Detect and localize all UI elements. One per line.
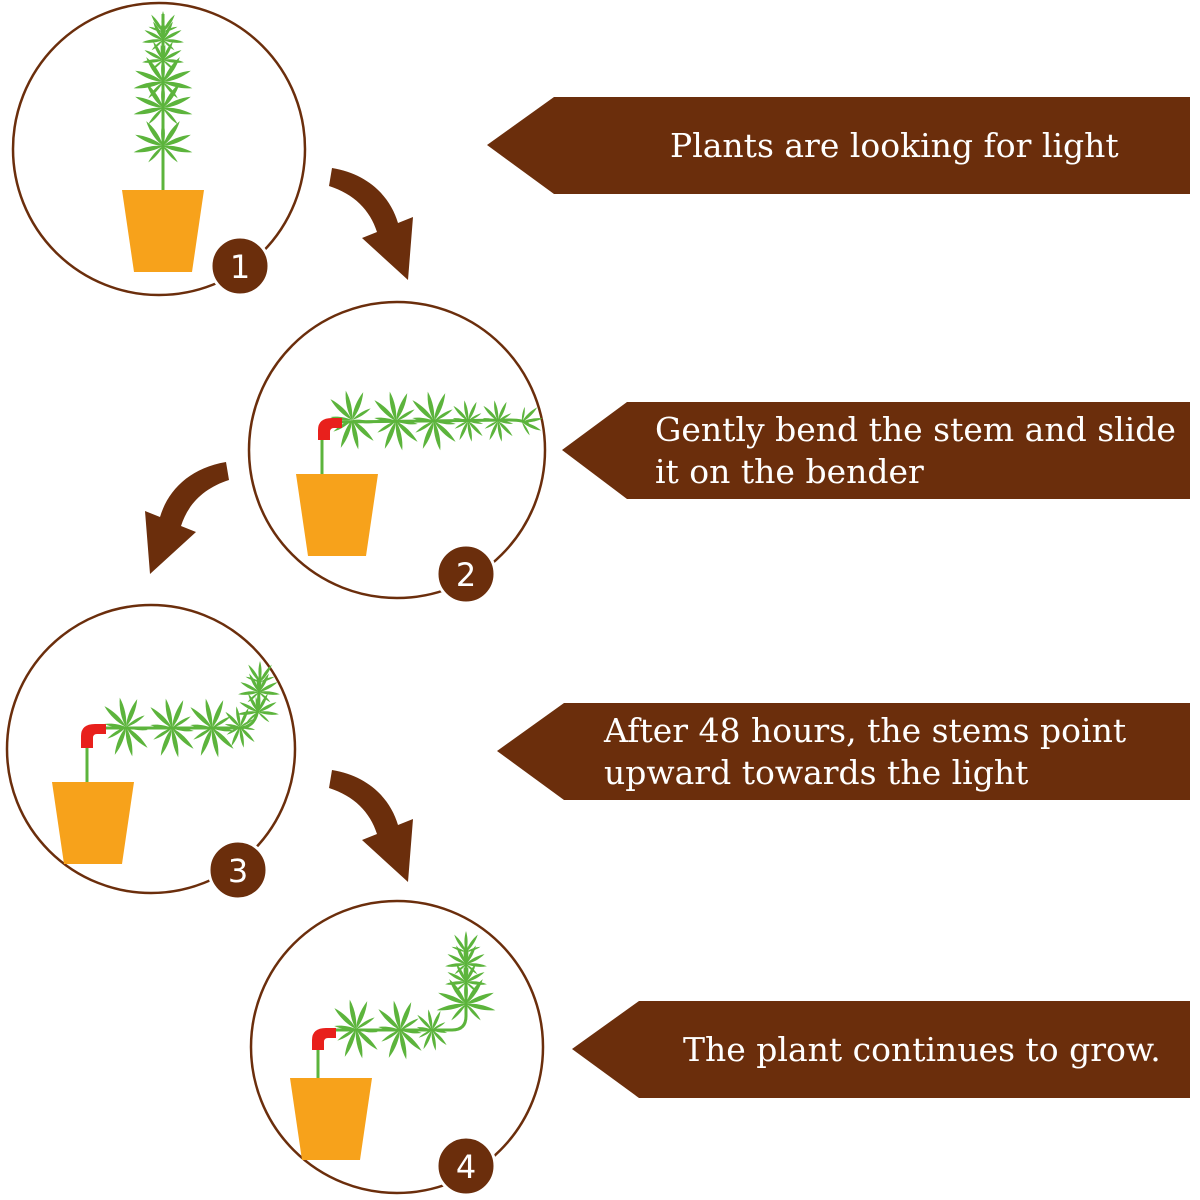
- step-2-circle: [247, 300, 547, 600]
- step-3: 3: [5, 603, 297, 901]
- stem-bender-icon: [318, 418, 342, 440]
- step-2-banner: [562, 402, 1190, 499]
- step-4-number-badge: 4: [435, 1135, 497, 1197]
- step-2-text: Gently bend the stem and slide it on the…: [655, 409, 1176, 491]
- stem-bender-icon: [81, 724, 106, 748]
- step-3-number: 3: [228, 852, 248, 890]
- step-1-number: 1: [230, 248, 250, 286]
- step-3-number-badge: 3: [207, 839, 269, 901]
- step-3-banner: [497, 703, 1190, 800]
- step-1: 1: [11, 1, 307, 297]
- stem-bender-icon: [312, 1028, 336, 1050]
- step-2-number: 2: [456, 556, 476, 594]
- step-4-banner: [572, 1001, 1190, 1098]
- step-3-text: After 48 hours, the stems point upward t…: [604, 710, 1127, 792]
- step-2: 2: [247, 300, 547, 605]
- flower-pot-icon: [52, 782, 134, 864]
- flower-pot-icon: [122, 190, 204, 272]
- flower-pot-icon: [290, 1078, 372, 1160]
- step-2-number-badge: 2: [435, 543, 497, 605]
- curved-arrow-icon: [329, 770, 413, 882]
- step-4-number: 4: [456, 1148, 476, 1186]
- step-4-circle: [249, 899, 545, 1195]
- step-4-text: The plant continues to grow.: [683, 1029, 1161, 1069]
- step-1-banner: [487, 97, 1190, 194]
- curved-arrow-icon: [145, 462, 229, 574]
- cannabis-plant-icon: [127, 11, 199, 192]
- step-4: 4: [249, 899, 545, 1197]
- flower-pot-icon: [296, 474, 378, 556]
- curved-arrow-icon: [329, 168, 413, 280]
- step-1-number-badge: 1: [209, 235, 271, 297]
- step-1-text: Plants are looking for light: [670, 125, 1119, 165]
